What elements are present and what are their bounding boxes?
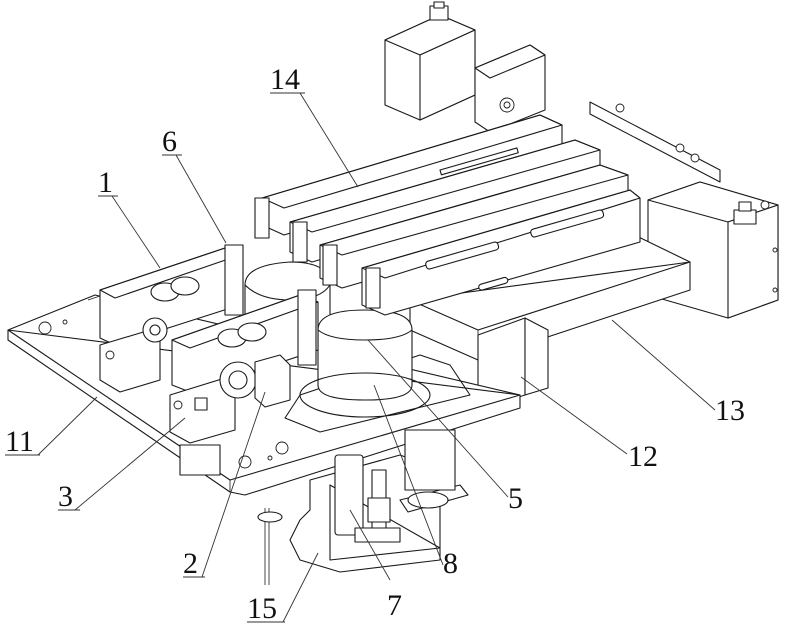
leader-5 bbox=[367, 339, 509, 498]
right-motor bbox=[647, 181, 779, 319]
side-frame bbox=[589, 101, 770, 210]
label-14: 14 bbox=[270, 63, 300, 96]
leader-1 bbox=[111, 195, 161, 269]
conveyor-rails bbox=[254, 114, 641, 316]
label-7: 7 bbox=[387, 589, 402, 622]
leader-6 bbox=[175, 154, 227, 244]
leader-7 bbox=[349, 509, 391, 581]
top-motor bbox=[384, 1, 546, 133]
label-underlines bbox=[5, 92, 305, 623]
label-5: 5 bbox=[508, 482, 523, 515]
label-13: 13 bbox=[715, 394, 745, 427]
leader-lines bbox=[37, 92, 716, 623]
label-11: 11 bbox=[5, 425, 34, 458]
clamp-assembly bbox=[87, 244, 319, 444]
label-1: 1 bbox=[98, 166, 113, 199]
leader-12 bbox=[520, 376, 628, 455]
leader-14 bbox=[299, 92, 359, 188]
label-12: 12 bbox=[628, 440, 658, 473]
leader-2 bbox=[201, 391, 266, 578]
label-15: 15 bbox=[247, 592, 277, 625]
label-6: 6 bbox=[162, 125, 177, 158]
reference-labels: 1 2 3 5 6 7 8 11 12 13 14 15 bbox=[5, 63, 745, 625]
leader-11 bbox=[37, 396, 98, 456]
leader-8 bbox=[373, 384, 444, 566]
label-8: 8 bbox=[443, 547, 458, 580]
support-block bbox=[477, 317, 549, 411]
leader-13 bbox=[611, 319, 716, 411]
label-3: 3 bbox=[58, 480, 73, 513]
label-2: 2 bbox=[183, 547, 198, 580]
underside-assembly bbox=[179, 429, 469, 585]
leader-3 bbox=[74, 417, 186, 511]
leader-15 bbox=[282, 552, 319, 623]
